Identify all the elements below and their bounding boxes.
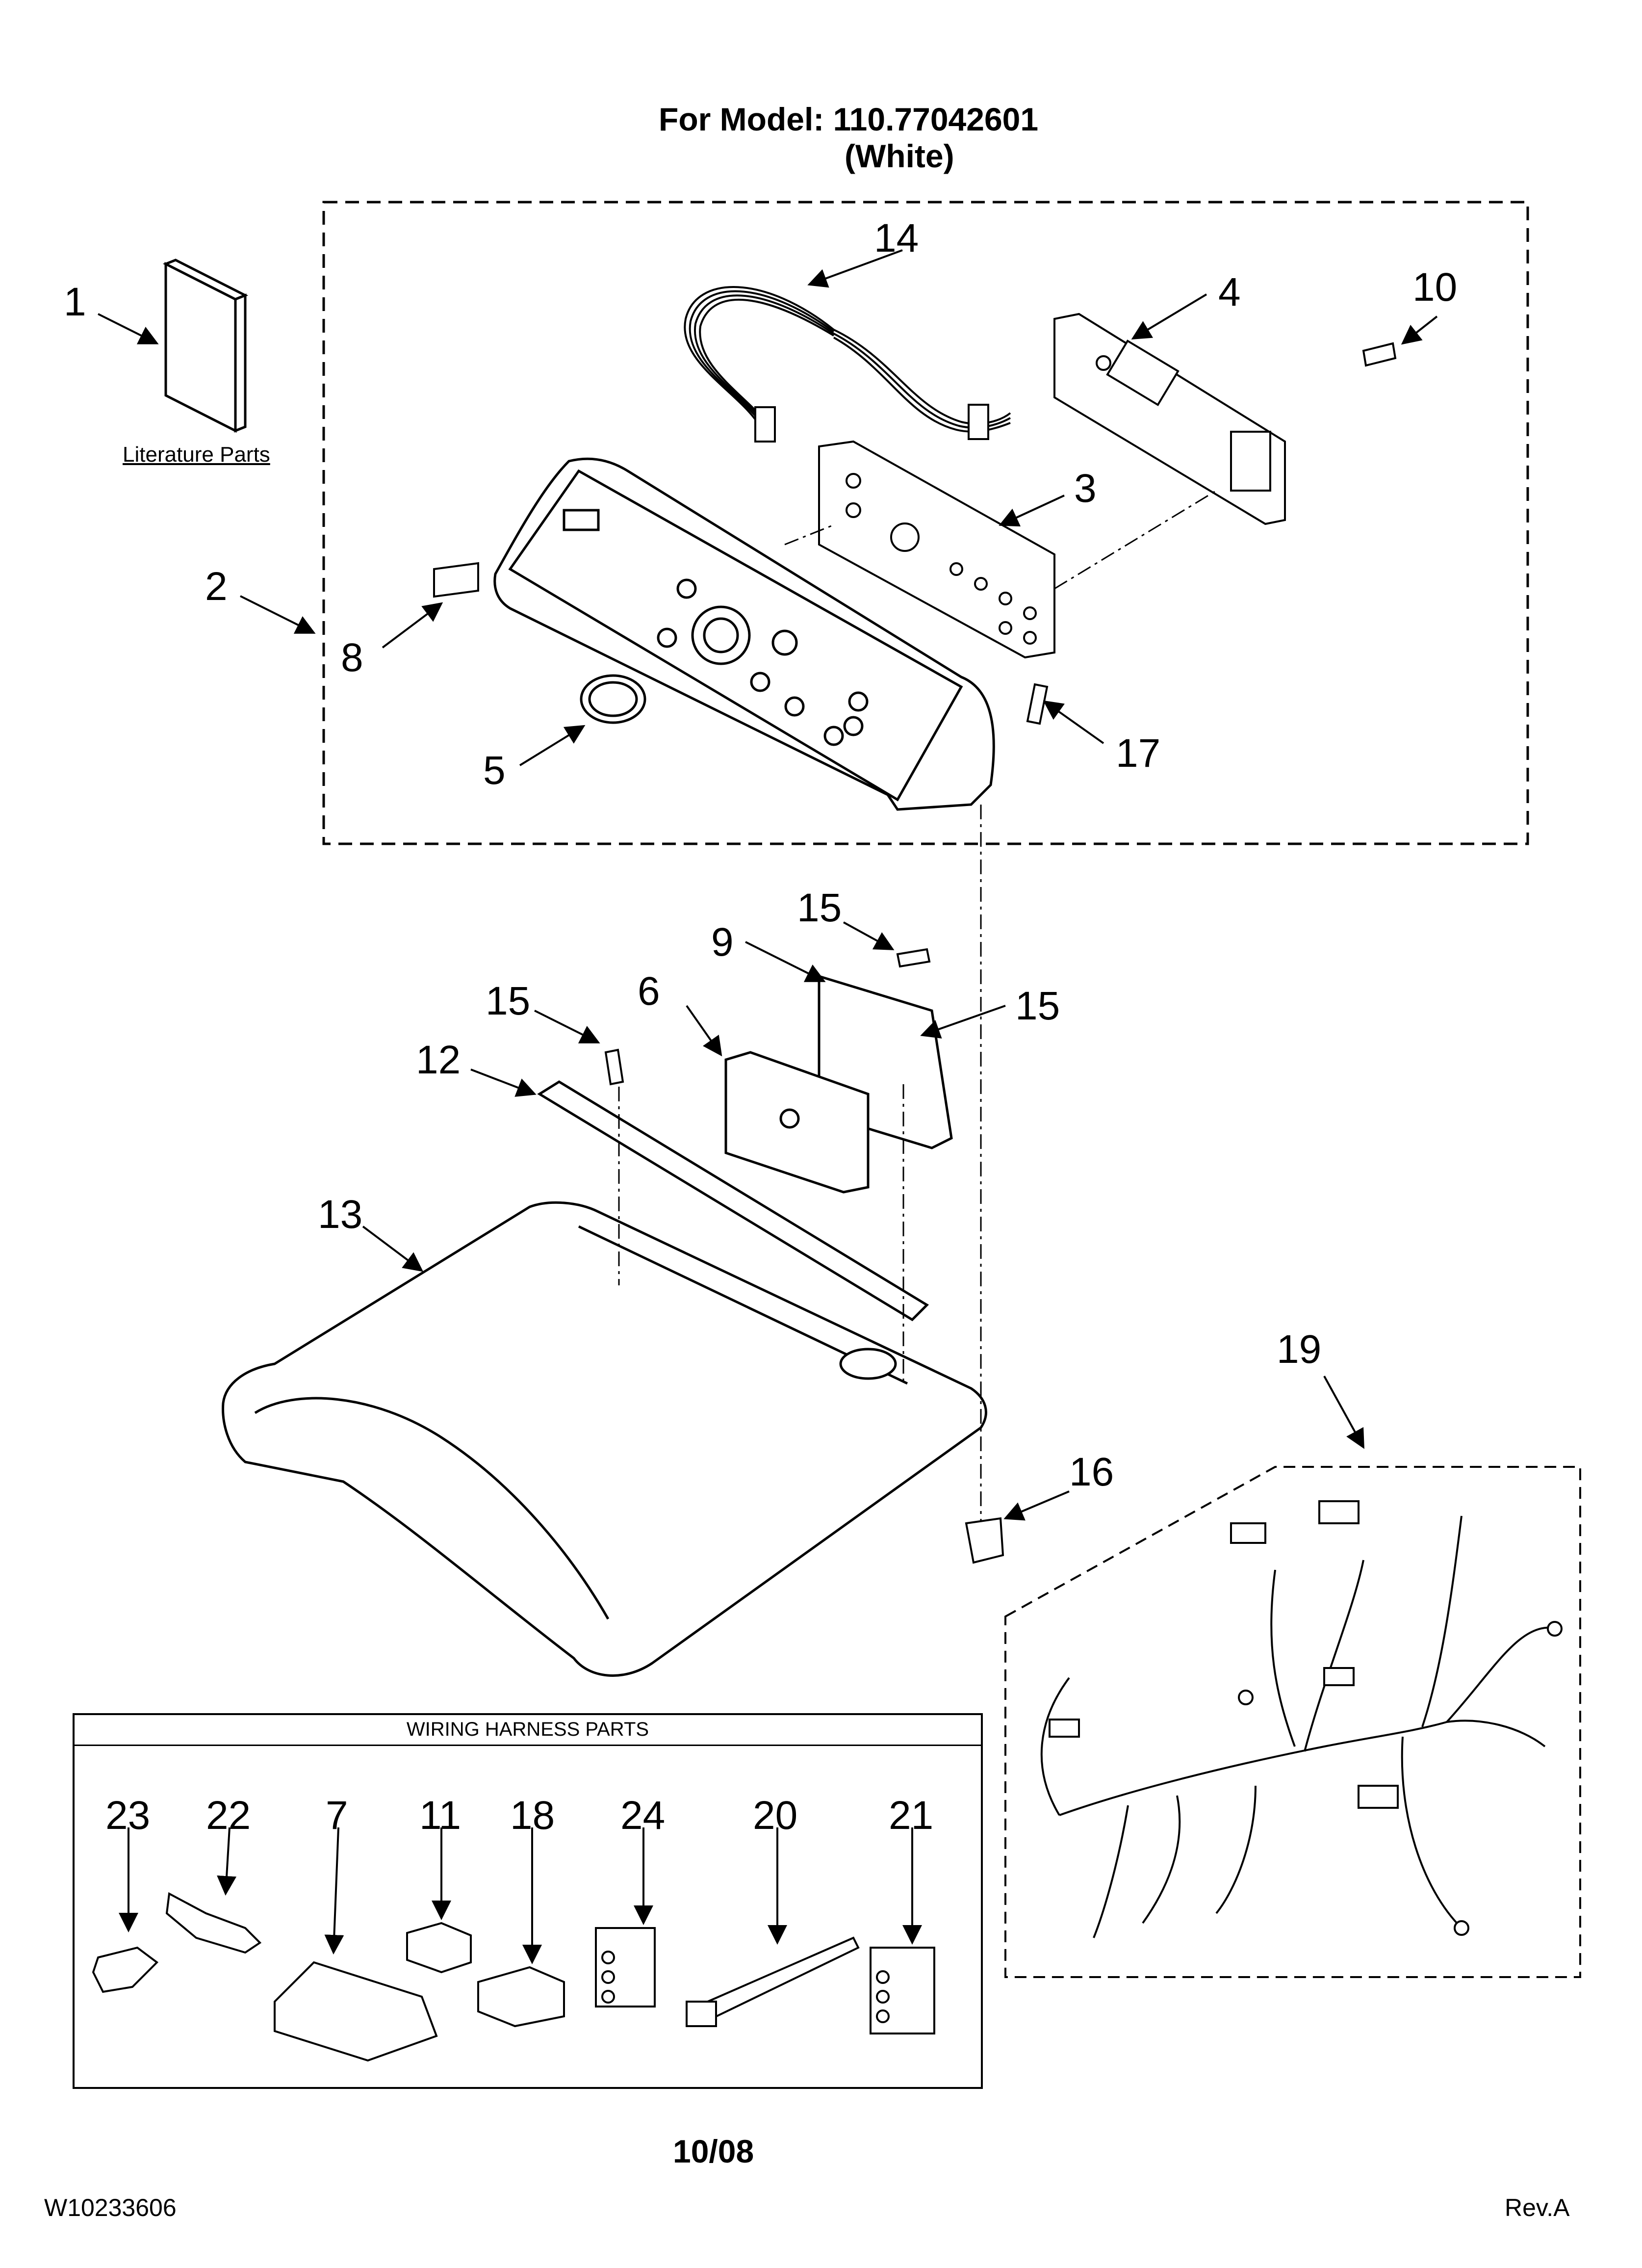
model-title: For Model: 110.77042601 <box>659 101 1039 137</box>
callout-3: 3 <box>1074 466 1097 511</box>
harness-part-20 <box>686 1936 860 2027</box>
document-number: W10233606 <box>44 2194 177 2221</box>
wiring-parts-title: WIRING HARNESS PARTS <box>74 1714 982 1746</box>
harness-part-24 <box>595 1927 656 2007</box>
selector-knob <box>580 674 646 724</box>
callout-23: 23 <box>105 1793 151 1838</box>
callout-arrows <box>98 249 1438 1964</box>
console-group-box <box>322 201 1529 845</box>
harness-part-7 <box>274 1961 438 2062</box>
callout-8: 8 <box>341 635 363 680</box>
dryer-top <box>222 1201 987 1677</box>
callout-15-top: 15 <box>797 886 842 930</box>
callout-17: 17 <box>1116 731 1161 776</box>
callout-21: 21 <box>889 1793 934 1838</box>
alignment-lines <box>618 490 1217 1521</box>
harness-part-23 <box>92 1946 159 1993</box>
callout-13: 13 <box>318 1192 363 1237</box>
wiring-parts-box <box>73 1713 983 2089</box>
callout-15-right: 15 <box>1015 984 1060 1028</box>
callout-2: 2 <box>205 564 228 609</box>
callout-4: 4 <box>1218 270 1241 314</box>
callout-6: 6 <box>638 969 660 1014</box>
top-strip <box>537 1080 929 1322</box>
callout-9: 9 <box>711 920 734 965</box>
literature-parts-label: Literature Parts <box>123 443 270 467</box>
revision-date: 10/08 <box>673 2133 754 2169</box>
callout-20: 20 <box>753 1793 798 1838</box>
harness-part-11 <box>406 1922 472 1974</box>
harness-part-22 <box>165 1892 262 1954</box>
literature-book <box>162 259 249 433</box>
console-wire-harness <box>684 286 1011 443</box>
main-wire-harness <box>1040 1500 1563 1938</box>
callout-24: 24 <box>620 1793 666 1838</box>
revision-label: Rev.A <box>1505 2194 1570 2221</box>
callout-11: 11 <box>419 1793 462 1838</box>
main-harness-box <box>1004 1466 1581 1978</box>
callout-5: 5 <box>483 748 506 793</box>
console-bracket <box>1053 313 1286 525</box>
callout-15-left: 15 <box>486 979 531 1023</box>
control-board <box>818 440 1055 659</box>
callout-10: 10 <box>1412 265 1458 310</box>
nameplate <box>433 562 479 598</box>
callout-18: 18 <box>510 1793 555 1838</box>
callout-1: 1 <box>64 280 86 324</box>
harness-part-18 <box>477 1966 565 2028</box>
console-panel <box>493 457 995 811</box>
harness-part-21 <box>870 1947 935 2034</box>
callout-7: 7 <box>326 1793 348 1838</box>
model-color: (White) <box>845 138 954 174</box>
retainer-clip <box>965 1517 1004 1564</box>
callout-22: 22 <box>206 1793 251 1838</box>
callout-14: 14 <box>874 216 919 261</box>
callout-19: 19 <box>1277 1327 1322 1372</box>
callout-12: 12 <box>416 1038 461 1082</box>
callout-16: 16 <box>1069 1450 1114 1494</box>
interface-board <box>724 1051 870 1194</box>
